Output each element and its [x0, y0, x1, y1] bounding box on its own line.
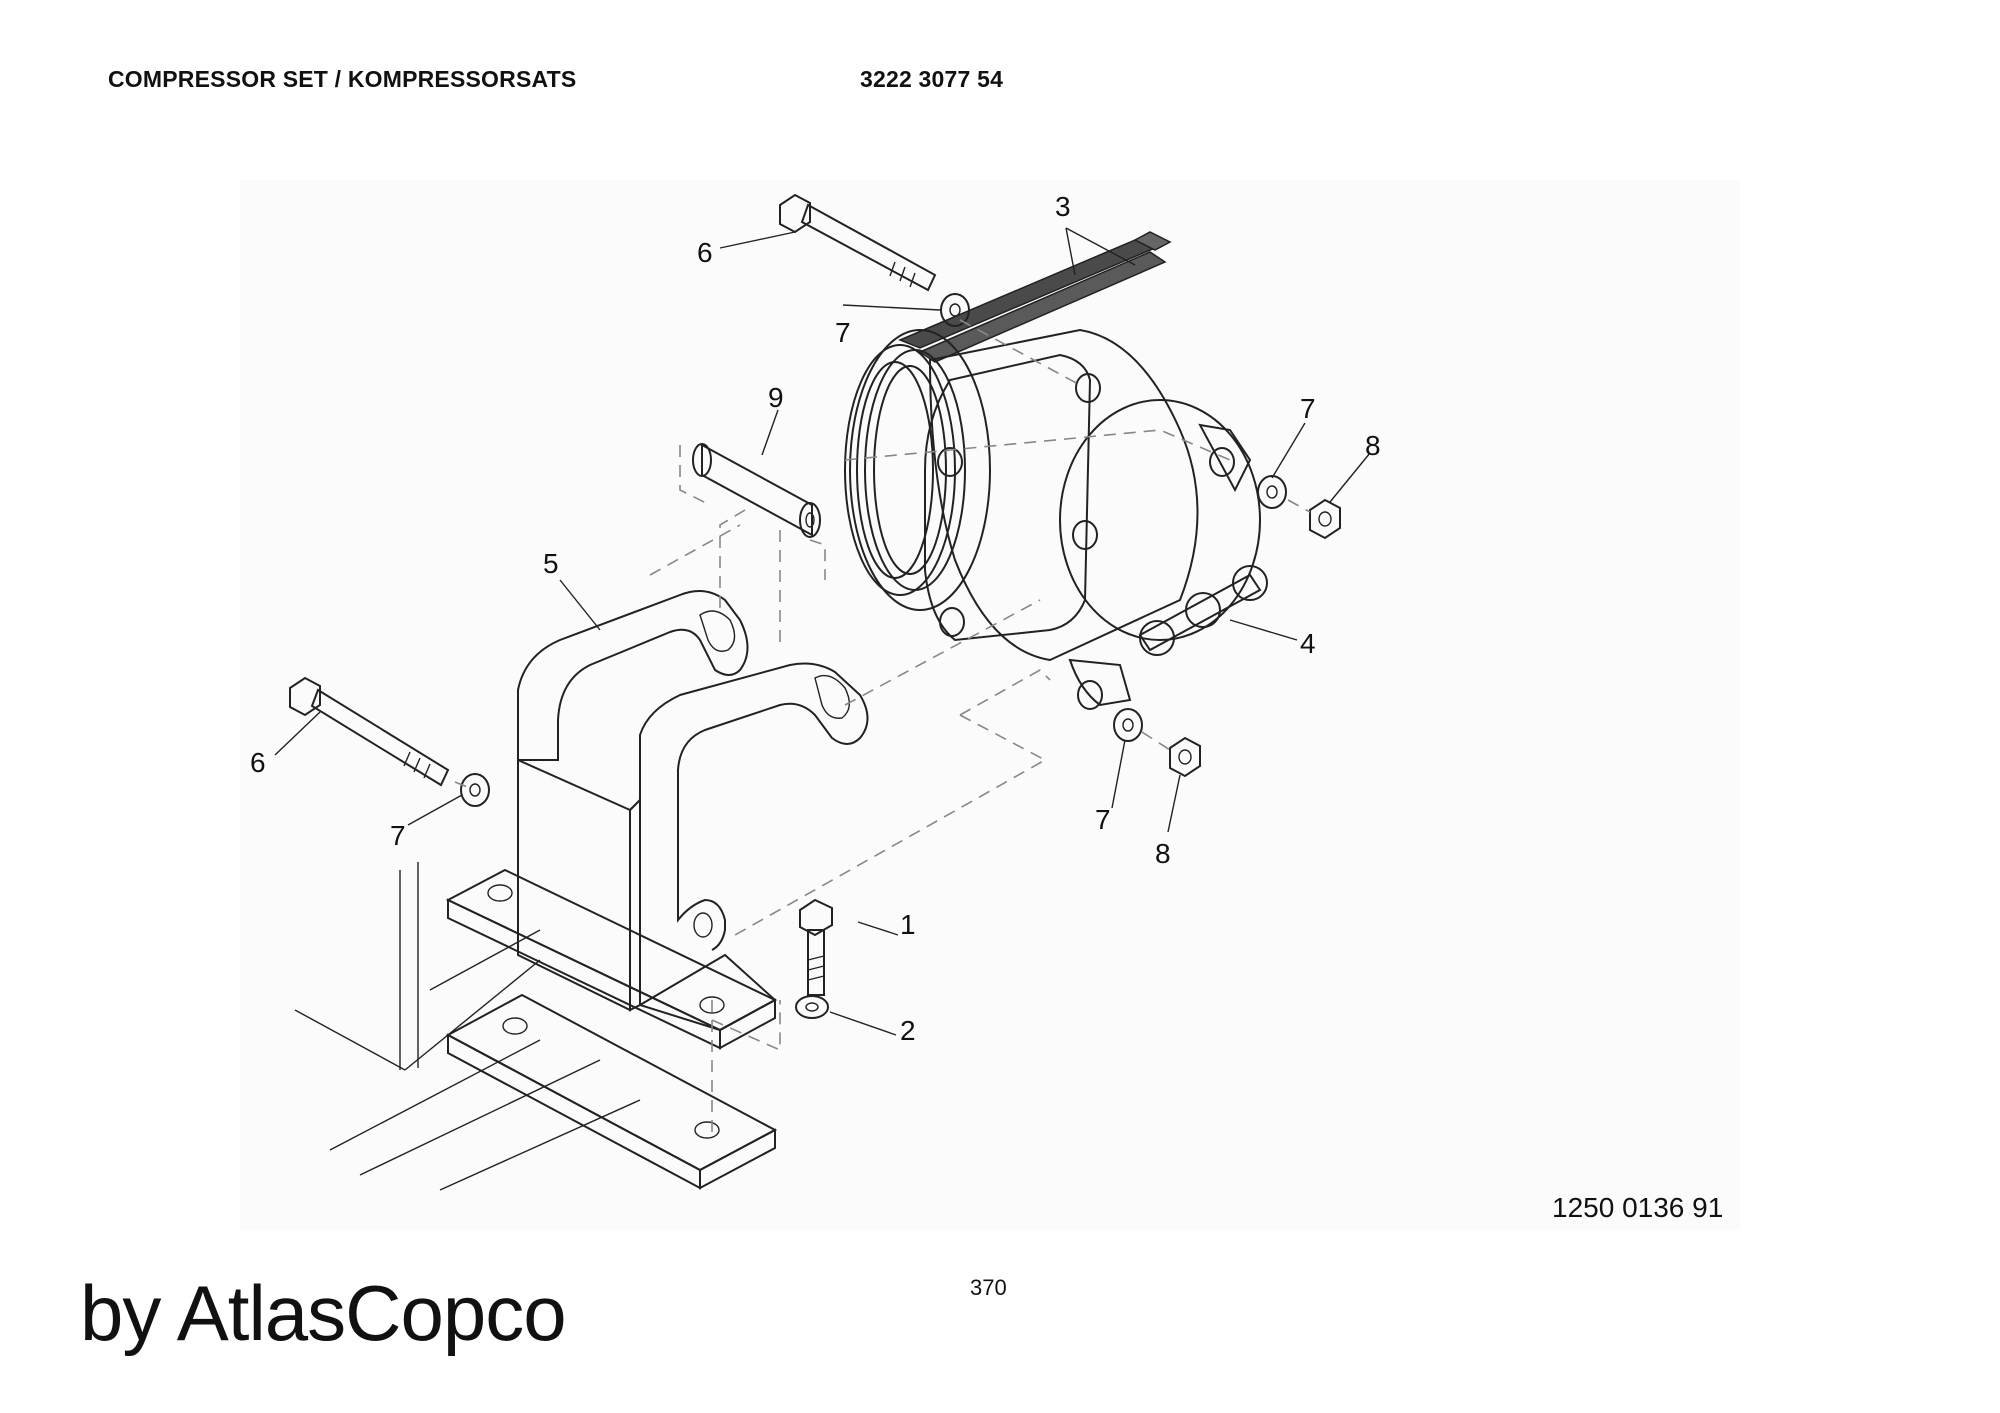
document-part-number: 3222 3077 54	[860, 66, 1004, 92]
compressor	[844, 328, 1268, 710]
spacer-tube	[692, 443, 821, 538]
document-title: COMPRESSOR SET / KOMPRESSORSATS	[108, 66, 577, 92]
callout-3: 3	[1055, 191, 1071, 222]
callout-8-lower: 8	[1155, 838, 1171, 869]
callout-8-right: 8	[1365, 430, 1381, 461]
base-plate	[445, 993, 778, 1190]
callout-6-upper: 6	[697, 237, 713, 268]
callout-7-lower-left: 7	[390, 820, 406, 851]
bolt-lower	[289, 676, 450, 787]
bolt-vertical	[799, 898, 833, 996]
drawing-area	[240, 180, 1740, 1230]
bolt-upper	[779, 193, 937, 292]
callout-1: 1	[900, 909, 916, 940]
callout-4: 4	[1300, 628, 1316, 659]
bracket	[445, 590, 869, 1050]
brand-watermark: by AtlasCopco	[80, 1269, 567, 1357]
callout-9: 9	[768, 382, 784, 413]
nuts	[1169, 498, 1341, 778]
callout-2: 2	[900, 1015, 916, 1046]
callout-5: 5	[543, 548, 559, 579]
v-belts	[898, 231, 1172, 363]
callout-7-right: 7	[1300, 393, 1316, 424]
callout-7-upper: 7	[835, 317, 851, 348]
page-number: 370	[970, 1275, 1007, 1300]
callout-7-lower-right: 7	[1095, 804, 1111, 835]
drawing-number: 1250 0136 91	[1552, 1192, 1724, 1223]
callout-labels: 1 2 3 4 5 6 6 7 7 7 7 8 8 9	[250, 191, 1381, 1046]
assembly-lines	[454, 319, 1311, 1135]
callout-6-lower: 6	[250, 747, 266, 778]
chassis-frame	[294, 862, 641, 1191]
leader-lines	[274, 227, 1371, 1036]
